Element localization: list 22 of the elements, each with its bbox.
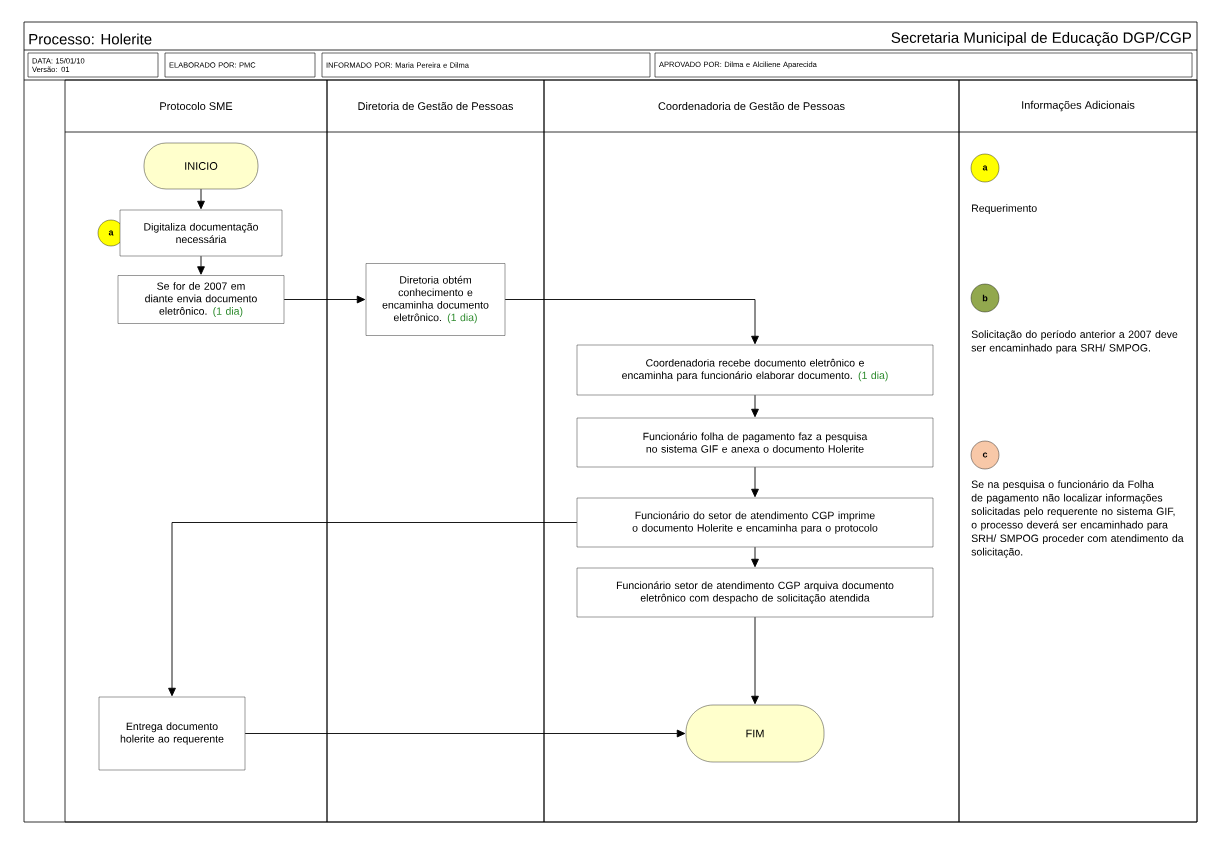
note-text: Solicitação do período anterior a 2007 deve ser encaminhado para SRH/ SMPOG. — [971, 330, 1178, 354]
process-box: Se for de 2007 em diante envia documento eletrônico. (1 dia) — [117, 275, 285, 324]
process-box: Funcionário do setor de atendimento CGP imprime o documento Holerite e encaminha para o protocolo — [576, 497, 934, 548]
process-box: Digitaliza documentação necessária — [119, 209, 283, 257]
arrow — [168, 522, 578, 697]
note-text: Requerimento — [972, 204, 1037, 214]
arrow — [244, 729, 686, 738]
process-box: Funcionário setor de atendimento CGP arquiva documento eletrônico com despacho de solicitação atendida — [576, 567, 934, 618]
arrow — [504, 299, 759, 345]
arrow — [751, 546, 759, 568]
process-box: Entrega documento holerite ao requerente — [98, 696, 246, 771]
arrow — [751, 394, 759, 418]
process-box: Coordenadoria recebe documento eletrônico e encaminha para funcionário elaborar documento. (1 dia) — [576, 344, 934, 396]
arrow — [197, 188, 205, 210]
process-box: Diretoria obtém conhecimento e encaminha documento eletrônico. (1 dia) — [365, 263, 506, 336]
process-box: Funcionário folha de pagamento faz a pesquisa no sistema GIF e anexa o documento Holerite — [576, 417, 934, 468]
arrow — [283, 295, 366, 304]
title: Processo: Holerite — [29, 33, 152, 45]
arrow — [197, 255, 205, 275]
arrow — [751, 616, 759, 705]
note-text: Se na pesquisa o funcionário da Folha de pagamento não localizar informações solicitadas pelo requerente no sistema GIF, o processo deverá ser encaminhado para SRH/ SMPOG proceder com atendimento da solicitação. — [971, 480, 1184, 558]
arrow — [751, 466, 759, 498]
